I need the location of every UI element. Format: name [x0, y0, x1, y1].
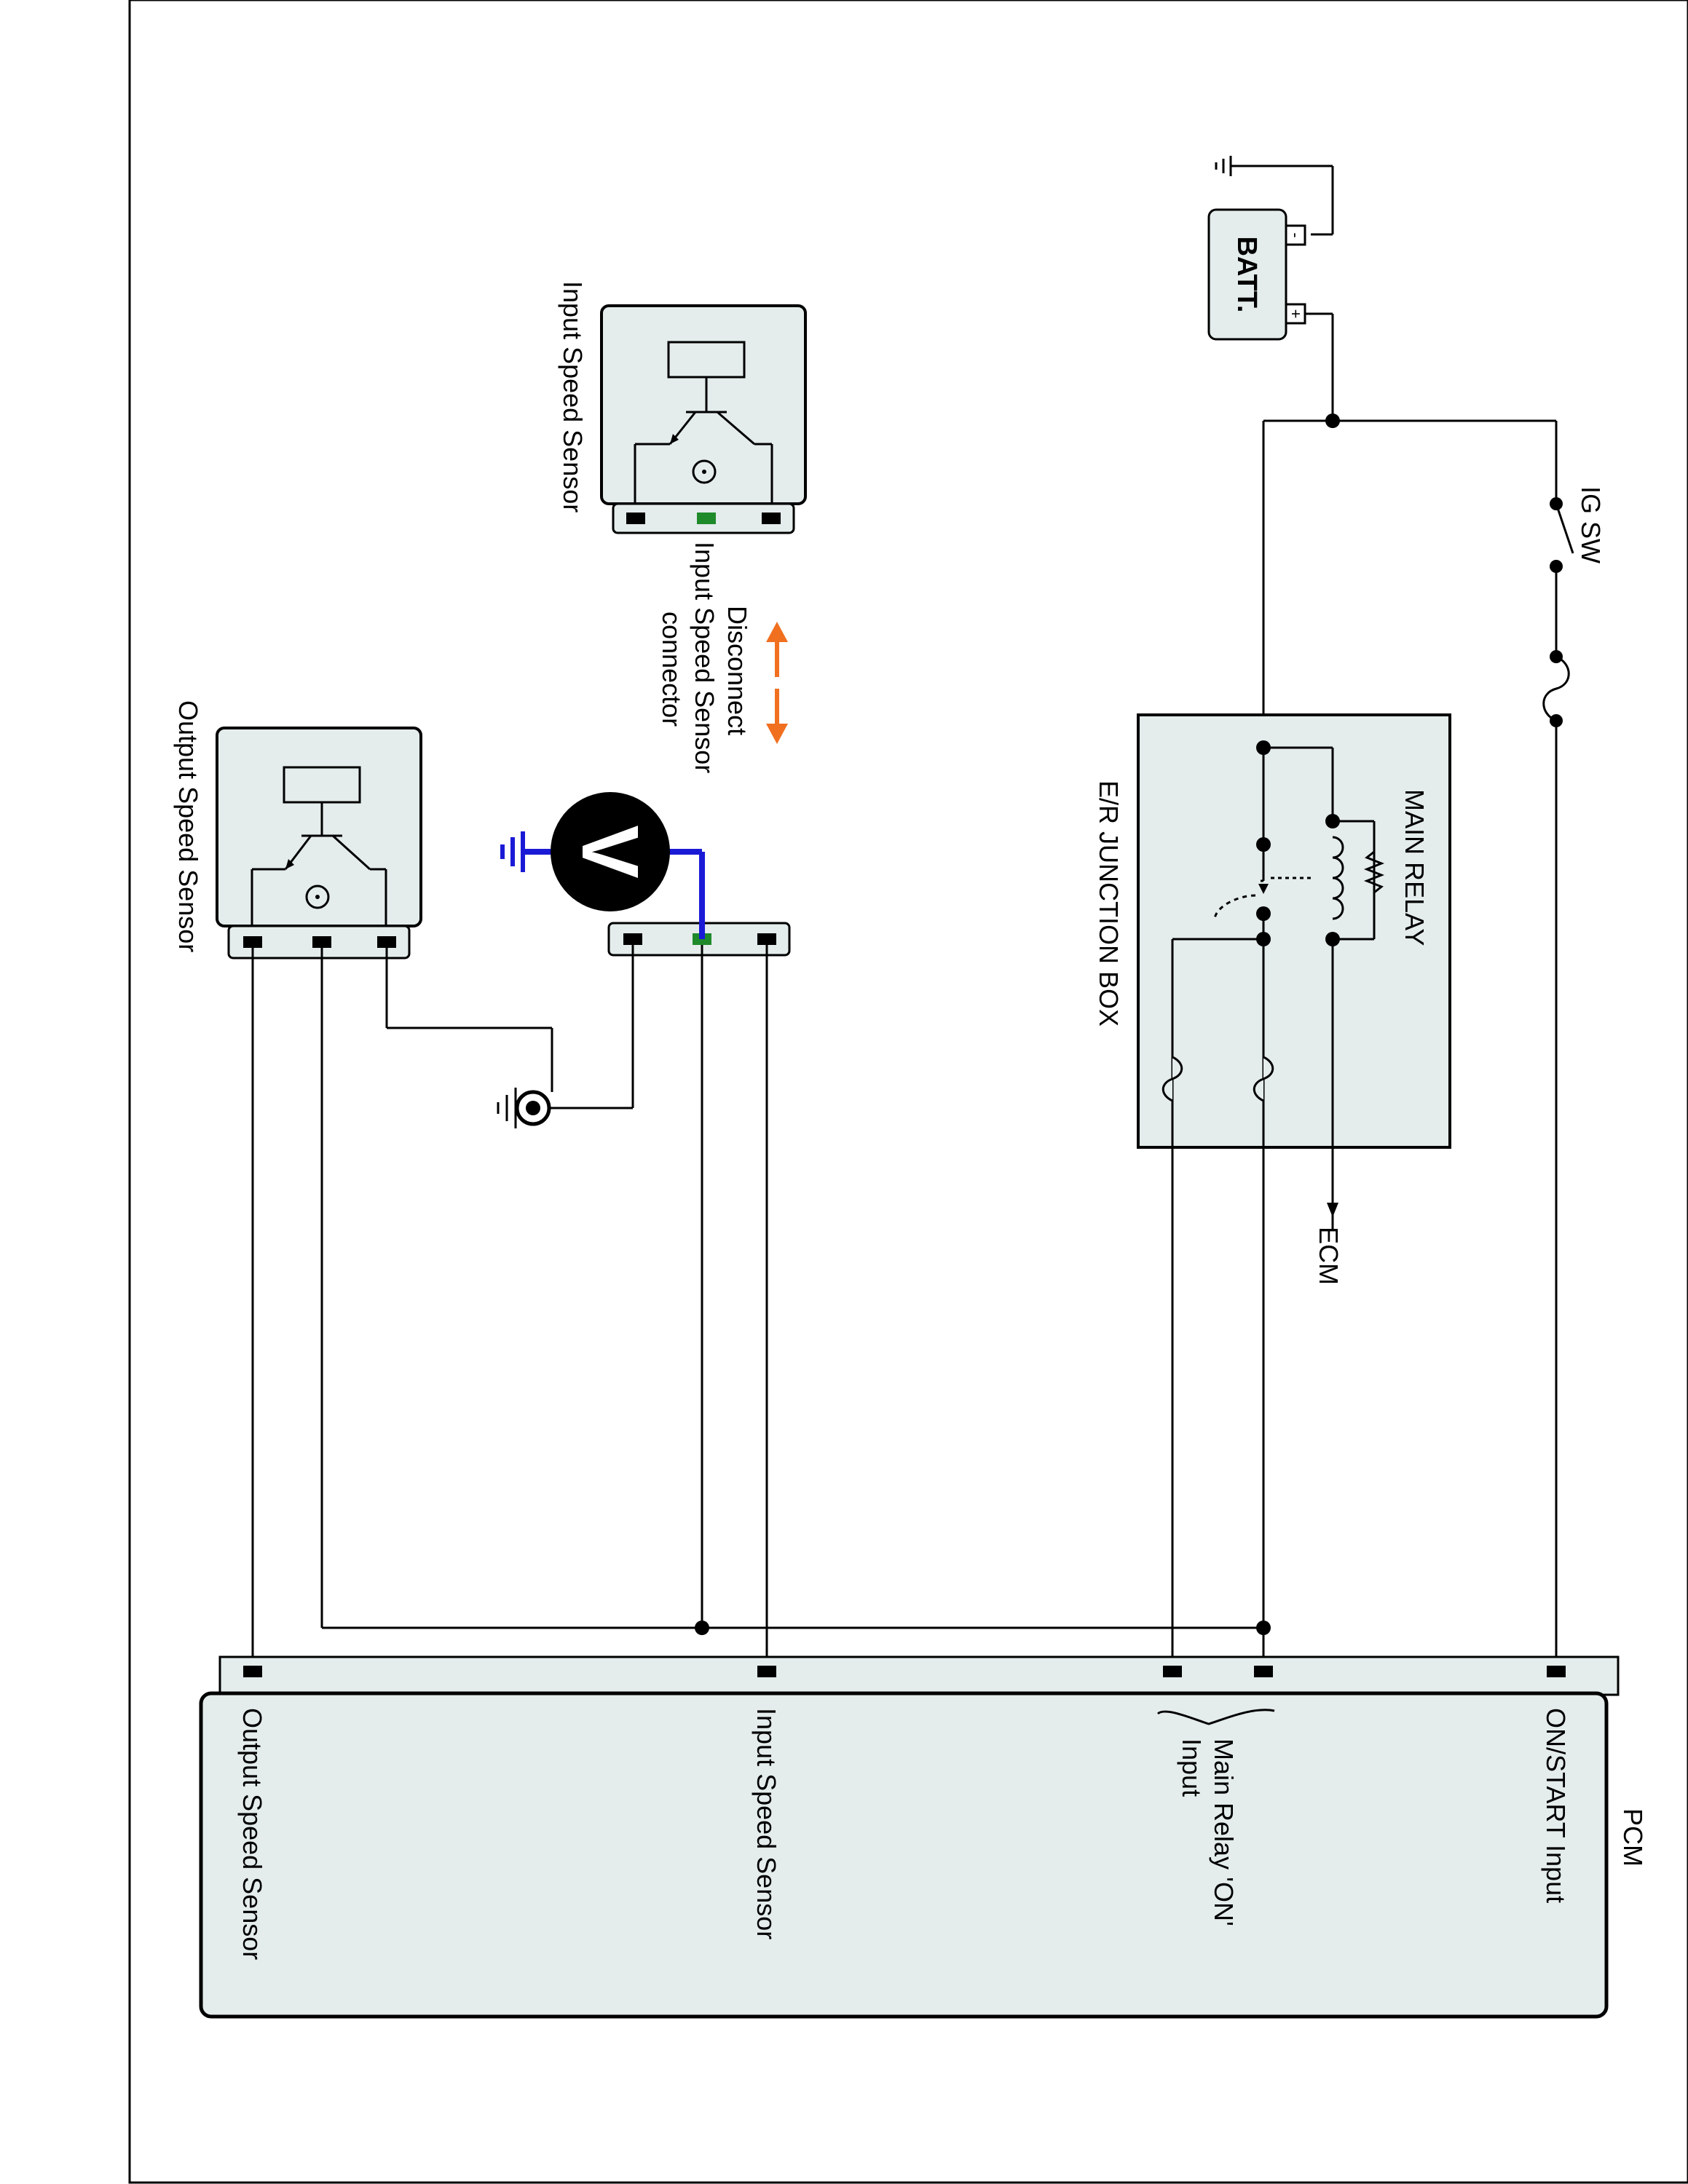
pcm-main-relay-input-line2: Input: [1177, 1738, 1207, 1797]
ig-sw-label: IG SW: [1576, 486, 1606, 563]
battery-ground: [1231, 165, 1334, 236]
power-wires: [1262, 312, 1558, 1671]
transistor-icon: [251, 766, 387, 926]
output-speed-sensor-label: Output Speed Sensor: [173, 700, 203, 952]
ground-icon: [500, 831, 525, 872]
er-junction-box: [1137, 713, 1451, 1149]
switch-icon: [1555, 503, 1574, 554]
pcm-on-start-input: ON/START Input: [1541, 1708, 1571, 1903]
relay-dots: [1256, 740, 1340, 946]
main-relay-label: MAIN RELAY: [1400, 789, 1429, 946]
fuse-icon: [1542, 650, 1570, 727]
batt-minus: -: [1287, 232, 1305, 237]
disconnect-label: Disconnect: [722, 606, 752, 735]
transistor-icon: [634, 341, 773, 504]
disconnect-label-sensor: Input Speed Sensor: [690, 542, 719, 773]
junction-dot: [1256, 1621, 1271, 1635]
arrow-icon: [766, 622, 788, 744]
pcm-input-speed-sensor: Input Speed Sensor: [752, 1708, 781, 1939]
pcm-label: PCM: [1618, 1808, 1648, 1867]
switch-contact-bottom: [1550, 560, 1563, 573]
fuse-icon: [1162, 1056, 1274, 1102]
page-frame: [128, 0, 1688, 2184]
brace: [1156, 1709, 1275, 1725]
output-speed-sensor: [216, 727, 422, 960]
junction-dot: [695, 1621, 709, 1635]
pcm-output-speed-sensor: Output Speed Sensor: [237, 1708, 267, 1960]
switch-contact-top: [1550, 497, 1563, 510]
input-speed-sensor: [600, 304, 807, 534]
batt-plus: +: [1287, 309, 1305, 319]
arrow-icon: [1327, 1203, 1338, 1217]
ground-center: [526, 1101, 540, 1115]
pcm-box: [199, 1655, 1620, 2019]
ecm-label: ECM: [1314, 1227, 1344, 1285]
battery-icon: - + BATT.: [1207, 208, 1306, 341]
junction-dot: [1325, 414, 1340, 428]
disconnect-label-connector: connector: [657, 612, 687, 727]
batt-label: BATT.: [1231, 237, 1262, 313]
voltmeter-icon: V: [551, 792, 670, 911]
ground-icon: [497, 1088, 551, 1128]
relay-arrow: [1258, 884, 1269, 894]
signal-wires: [251, 945, 1265, 1671]
input-speed-sensor-label: Input Speed Sensor: [558, 281, 588, 513]
pcm-main-relay-input: Main Relay 'ON': [1209, 1738, 1239, 1926]
ground-icon: [1215, 156, 1232, 176]
er-junction-box-label: E/R JUNCTION BOX: [1094, 780, 1124, 1026]
voltmeter-label: V: [565, 825, 655, 878]
